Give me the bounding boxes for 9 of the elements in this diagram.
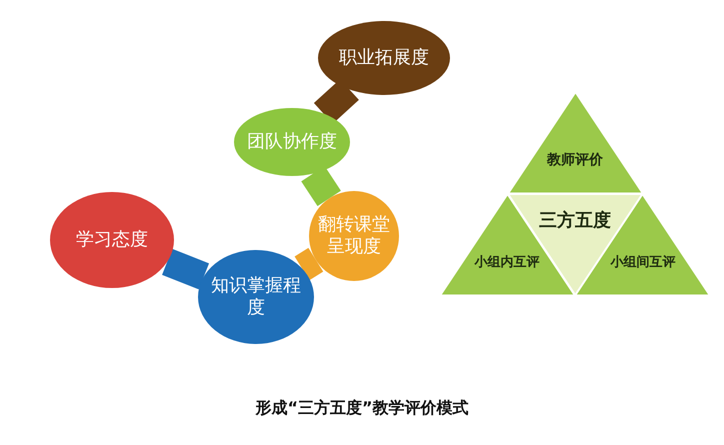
triangle-segment: 教师评价 bbox=[508, 92, 642, 194]
bubble: 知识掌握程度 bbox=[198, 250, 314, 344]
bubble: 团队协作度 bbox=[234, 108, 350, 176]
bubble: 职业拓展度 bbox=[318, 21, 450, 95]
caption: 形成“三方五度”教学评价模式 bbox=[254, 398, 470, 419]
bubble: 翻转课堂呈现度 bbox=[309, 191, 399, 281]
connector-bridge bbox=[162, 248, 210, 290]
connector-bridge bbox=[294, 248, 324, 280]
bubble: 学习态度 bbox=[50, 192, 174, 288]
